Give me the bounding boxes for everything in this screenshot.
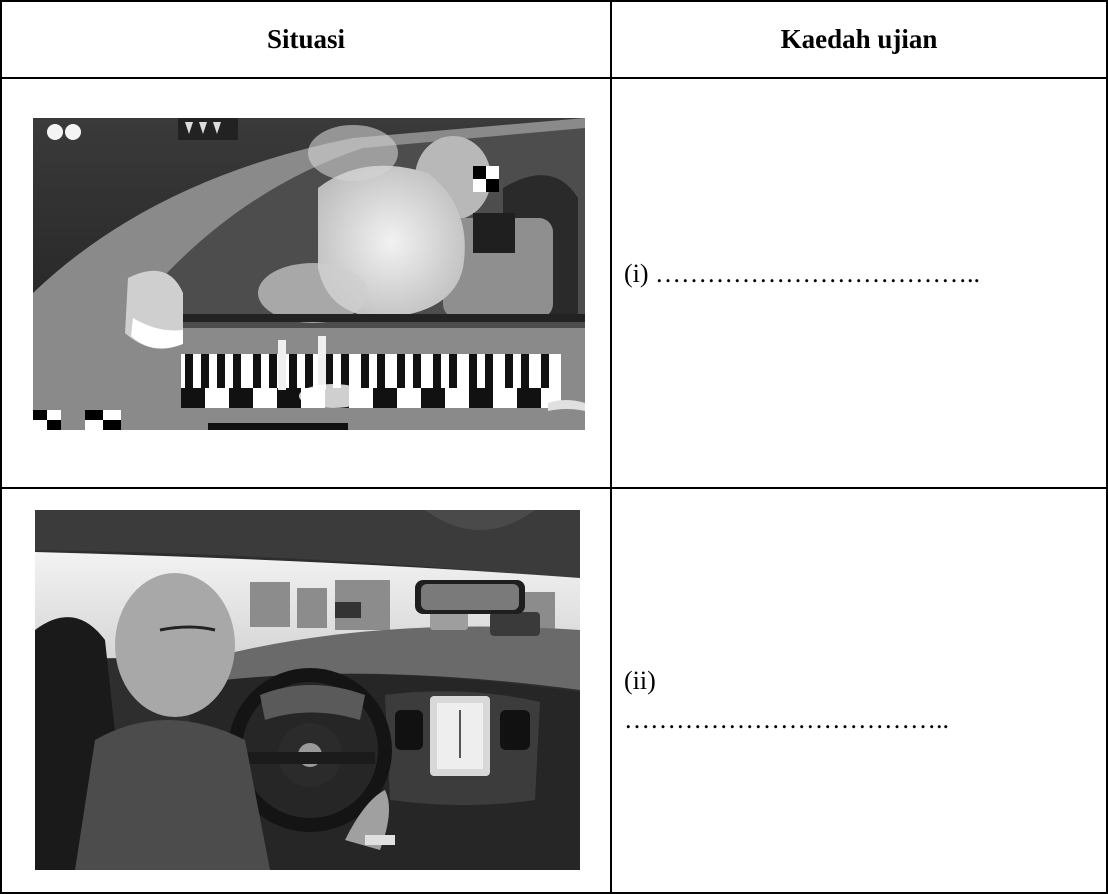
answer-label-line-ii: (ii) <box>624 664 656 698</box>
table-border-top <box>0 0 1108 2</box>
crash-test-photo <box>33 118 585 430</box>
answer-line-i: (i) ……………………………….. <box>624 257 980 291</box>
answer-label-ii: (ii) <box>624 666 656 695</box>
column-divider <box>610 0 612 894</box>
table-border-right <box>1106 0 1108 894</box>
header-kaedah-ujian: Kaedah ujian <box>780 23 938 54</box>
header-situasi: Situasi <box>266 23 346 54</box>
answer-dots-i: ……………………………….. <box>655 259 981 288</box>
table-border-bottom <box>0 892 1108 894</box>
table-border-left <box>0 0 2 894</box>
row-divider <box>0 487 1108 489</box>
answer-dots-ii: ……………………………….. <box>624 705 949 734</box>
answer-dots-line-ii: ……………………………….. <box>624 703 949 737</box>
header-divider <box>0 77 1108 79</box>
driver-photo <box>35 510 580 870</box>
answer-label-i: (i) <box>624 259 649 288</box>
